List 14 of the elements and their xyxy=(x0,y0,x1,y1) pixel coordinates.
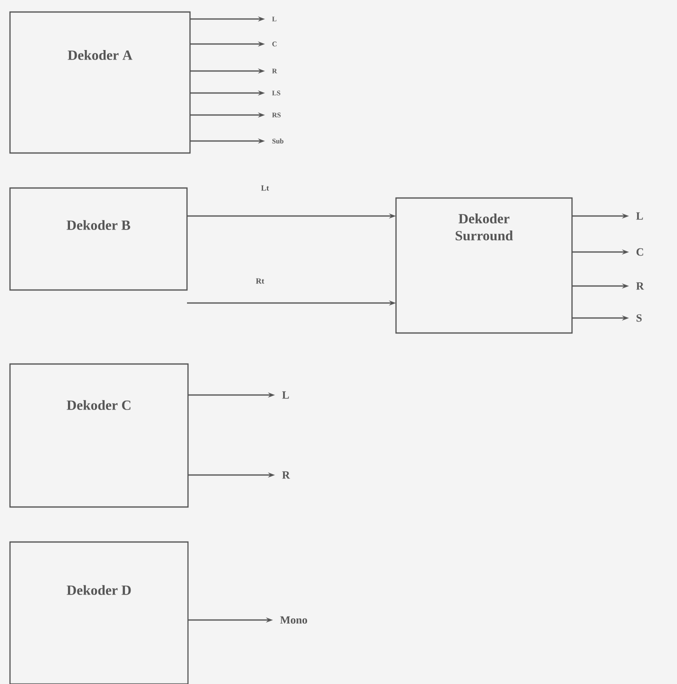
channel-label: R xyxy=(282,471,290,479)
decoder-box: Dekoder D xyxy=(9,541,189,684)
edge-label: Rt xyxy=(256,278,264,284)
channel-label: S xyxy=(636,314,642,322)
decoder-box: Dekoder A xyxy=(9,11,191,154)
decoder-box: Dekoder C xyxy=(9,363,189,508)
channel-label: C xyxy=(636,248,644,256)
channel-label: Mono xyxy=(280,616,308,624)
decoder-box: Dekoder B xyxy=(9,187,188,291)
channel-label: R xyxy=(636,282,644,290)
channel-label: L xyxy=(636,212,643,220)
channel-label: L xyxy=(282,391,289,399)
edge-label: Lt xyxy=(261,185,269,191)
decoder-box: Dekoder Surround xyxy=(395,197,573,334)
